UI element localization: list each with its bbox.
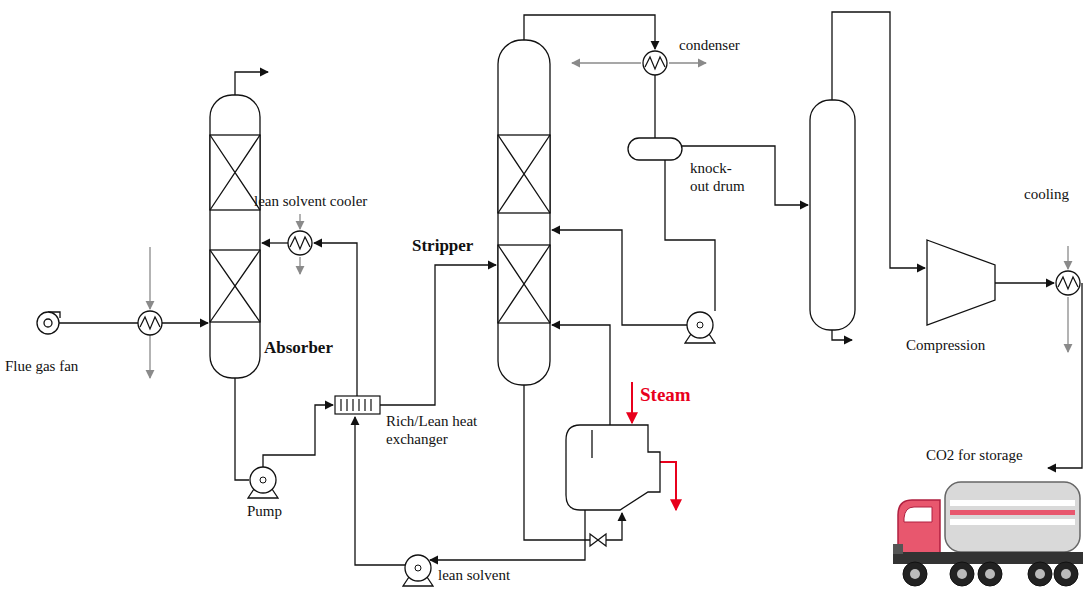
- stream-label: CO2 for storage: [926, 446, 1023, 464]
- stream-label: lean solvent: [436, 566, 512, 584]
- utility-label: cooling: [1024, 185, 1069, 203]
- gas-cooler-symbol: [138, 311, 162, 335]
- absorber-column: [210, 95, 260, 378]
- cooler-symbol: [288, 231, 312, 255]
- truck-illustration: [893, 482, 1083, 586]
- utility-lines: [150, 63, 1068, 378]
- compressor-symbol: [927, 240, 995, 325]
- pump-symbol: [403, 555, 433, 586]
- equipment-label: lean solvent cooler: [254, 192, 367, 210]
- equipment-label: Flue gas fan: [5, 357, 78, 375]
- process-lines: [59, 12, 1082, 565]
- equipment-label: Compression: [906, 336, 985, 354]
- fan-symbol: [37, 312, 60, 334]
- equipment-label: Pump: [247, 502, 282, 520]
- equipment-label: Rich/Lean heat exchanger: [386, 412, 498, 448]
- stripper-column: [498, 40, 550, 385]
- utility-label: Steam: [640, 384, 691, 406]
- knock-out-drum: [628, 138, 682, 160]
- equipment-label: knock-out drum: [690, 159, 748, 195]
- condenser-symbol: [643, 51, 667, 75]
- pump-symbol: [248, 467, 278, 498]
- equipment-label: condenser: [679, 36, 740, 54]
- column-label: Absorber: [264, 338, 333, 358]
- column-label: Stripper: [412, 236, 473, 256]
- pump-symbol: [685, 312, 715, 343]
- reboiler: [566, 425, 660, 510]
- cooler-symbol: [1056, 271, 1080, 295]
- valve-symbol: [590, 534, 606, 546]
- plate-heat-exchanger: [335, 396, 380, 414]
- separator-vessel: [810, 100, 855, 330]
